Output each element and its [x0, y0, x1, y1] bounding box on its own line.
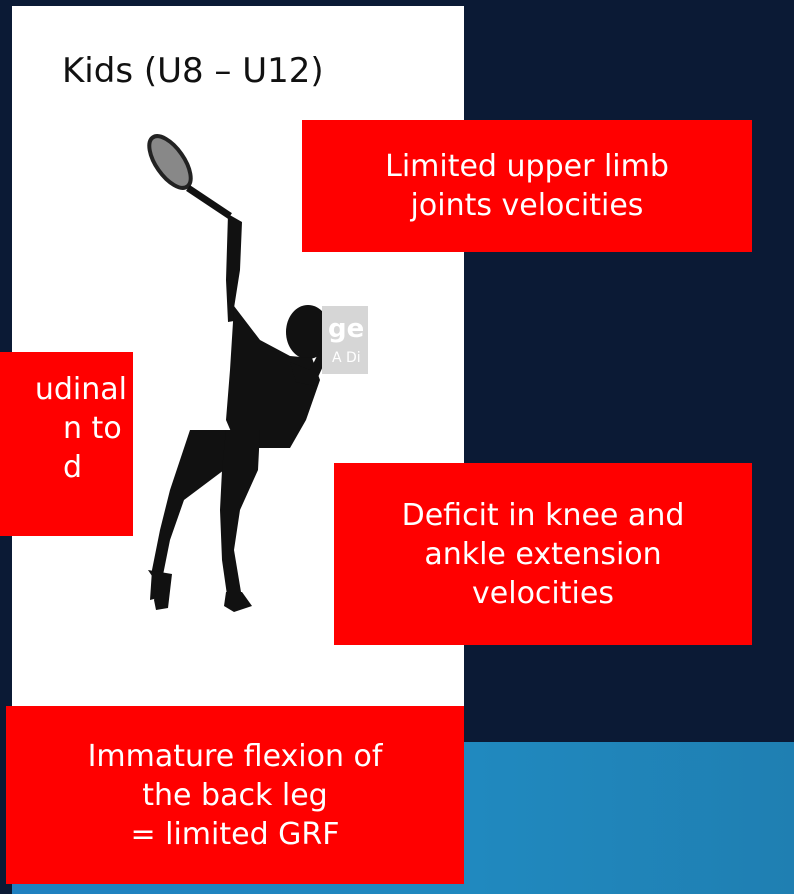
callout-line: Deficit in knee and: [402, 496, 685, 535]
callout-back-leg: Immature flexion of the back leg = limit…: [6, 706, 464, 884]
callout-line: ankle extension: [402, 535, 685, 574]
callout-upper-limb: Limited upper limb joints velocities: [302, 120, 752, 252]
racket-head: [141, 130, 198, 195]
callout-line: the back leg: [88, 776, 383, 815]
racket-handle: [188, 188, 230, 216]
panel-title: Kids (U8 – U12): [62, 54, 324, 88]
callout-line: = limited GRF: [88, 815, 383, 854]
raised-arm: [226, 214, 242, 322]
callout-line: udinal: [0, 370, 127, 409]
watermark-caption: A Di: [332, 350, 361, 366]
front-leg: [220, 430, 260, 602]
watermark-logo: ge: [328, 314, 364, 344]
callout-line: d: [0, 448, 127, 487]
callout-line: joints velocities: [385, 186, 669, 225]
callout-line: Immature flexion of: [88, 737, 383, 776]
stock-watermark: ge A Di: [322, 306, 368, 374]
callout-left-cropped: udinal n to d: [0, 352, 133, 536]
callout-line: n to: [0, 409, 127, 448]
callout-line: velocities: [402, 574, 685, 613]
callout-knee-ankle: Deficit in knee and ankle extension velo…: [334, 463, 752, 645]
callout-line: Limited upper limb: [385, 147, 669, 186]
front-foot: [224, 592, 252, 612]
